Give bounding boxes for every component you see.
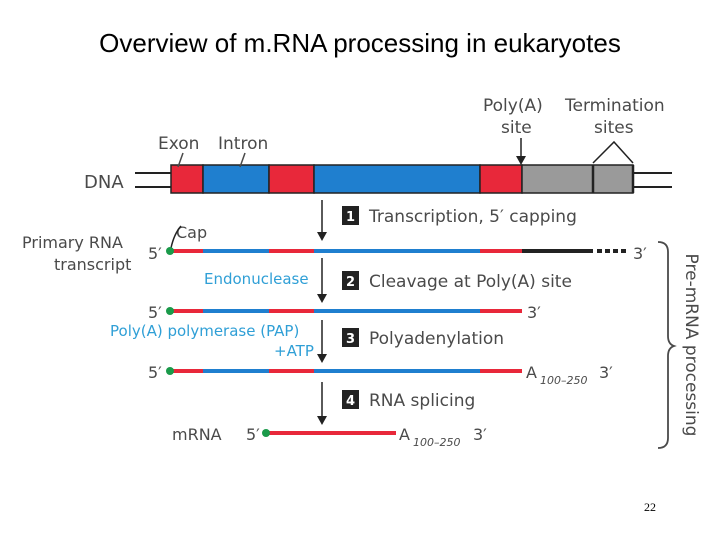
polya-site-arrowhead xyxy=(516,156,526,165)
step1-arrowhead xyxy=(317,232,327,241)
exon-pointer xyxy=(177,152,184,168)
mrna-tail-a: A xyxy=(399,425,410,444)
primary-five-prime: 5′ xyxy=(148,244,162,263)
step1-number: 1 xyxy=(346,210,355,225)
dna-exon-1 xyxy=(170,164,204,194)
primary-three-prime: 3′ xyxy=(633,244,647,263)
step3-arrowhead xyxy=(317,354,327,363)
dna-exon-2 xyxy=(268,164,315,194)
mrna-cap-dot xyxy=(262,429,270,437)
endonuclease-label: Endonuclease xyxy=(204,270,309,288)
termination-sites-label-line2: sites xyxy=(594,118,634,138)
step2-arrowhead xyxy=(317,294,327,303)
slide-title: Overview of m.RNA processing in eukaryot… xyxy=(99,28,621,58)
polya-three-prime: 3′ xyxy=(599,363,613,382)
step2-number: 2 xyxy=(346,275,355,290)
page-number: 22 xyxy=(644,500,656,514)
pap-label: Poly(A) polymerase (PAP) xyxy=(110,322,299,340)
step3-number-box xyxy=(342,328,359,347)
intron-label: Intron xyxy=(218,134,268,154)
termination-sites-label: Termination xyxy=(564,96,665,116)
pre-mrna-brace xyxy=(657,241,677,449)
step4-number: 4 xyxy=(346,394,355,409)
primary-cap-dot xyxy=(166,247,174,255)
termination-sites-bracket xyxy=(592,140,634,164)
step1-label: Transcription, 5′ capping xyxy=(368,207,577,227)
intron-pointer xyxy=(239,152,246,168)
step2-label: Cleavage at Poly(A) site xyxy=(369,272,572,292)
dna-exon-3 xyxy=(479,164,523,194)
cap-label: Cap xyxy=(176,223,207,242)
polya-site-label-line2: site xyxy=(501,118,532,138)
dna-intron-1 xyxy=(202,164,270,194)
polya-tail-a: A xyxy=(526,363,537,382)
polya-tail-length: 100–250 xyxy=(540,374,588,387)
mrna-five-prime: 5′ xyxy=(246,425,260,444)
pre-mrna-processing-label: Pre-mRNA processing xyxy=(681,254,701,437)
step1-number-box xyxy=(342,206,359,225)
primary-rna-label: Primary RNA xyxy=(22,233,123,252)
dna-intron-2 xyxy=(313,164,481,194)
mrna-label: mRNA xyxy=(172,425,222,444)
step3-number: 3 xyxy=(346,332,355,347)
dna-downstream-region xyxy=(521,164,634,194)
exon-label: Exon xyxy=(158,134,199,154)
cap-pointer xyxy=(170,225,182,249)
pap-atp-label: +ATP xyxy=(274,342,314,360)
primary-rna-label-line2: transcript xyxy=(54,255,131,274)
step2-number-box xyxy=(342,271,359,290)
polya-cap-dot xyxy=(166,367,174,375)
polya-five-prime: 5′ xyxy=(148,363,162,382)
polya-site-label: Poly(A) xyxy=(483,96,543,116)
step4-arrowhead xyxy=(317,416,327,425)
step4-number-box xyxy=(342,390,359,409)
step4-label: RNA splicing xyxy=(369,391,475,411)
cleaved-three-prime: 3′ xyxy=(527,303,541,322)
dna-label: DNA xyxy=(84,172,124,193)
mrna-three-prime: 3′ xyxy=(473,425,487,444)
mrna-tail-length: 100–250 xyxy=(413,436,461,449)
step3-label: Polyadenylation xyxy=(369,329,504,349)
cleaved-cap-dot xyxy=(166,307,174,315)
cleaved-five-prime: 5′ xyxy=(148,303,162,322)
